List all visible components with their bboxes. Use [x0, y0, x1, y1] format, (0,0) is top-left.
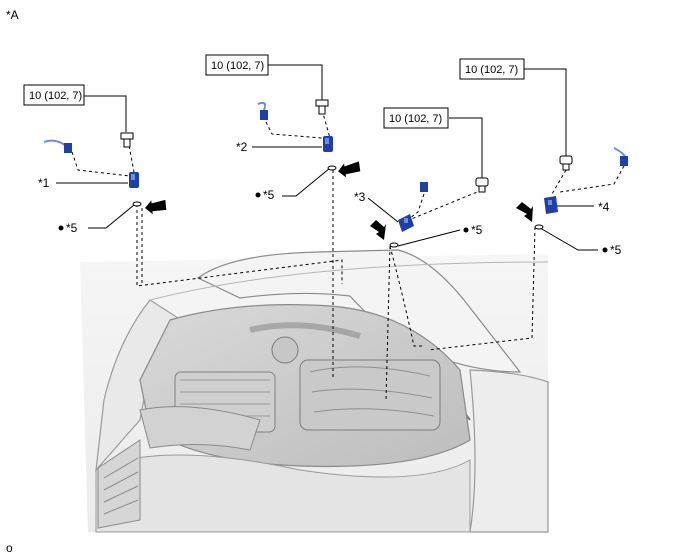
hose-connector-2 [260, 110, 268, 120]
washer-2 [327, 165, 337, 171]
callout-leader-5a [88, 204, 135, 229]
dashed-leader-3 [385, 245, 391, 401]
callout-5d: *5 [610, 243, 622, 257]
washer-nozzles [43, 101, 628, 232]
torque-box-3: 10 (102, 7) [383, 107, 449, 129]
front-support [95, 454, 471, 533]
callout-5c: *5 [471, 223, 483, 237]
torque-leader-3 [449, 117, 483, 178]
headlight [139, 406, 261, 451]
torque-leader-2 [268, 64, 323, 100]
nozzle-1 [129, 172, 139, 188]
footer-code: o [6, 541, 13, 555]
washer-4 [534, 224, 544, 230]
bullet-dots [58, 192, 608, 253]
intake-pipe [249, 322, 361, 339]
callout-leader-5c [397, 229, 461, 247]
callout-3: *3 [354, 190, 366, 204]
view-label: *A [6, 8, 19, 22]
hood-panel [196, 249, 522, 373]
engine-cap [271, 336, 299, 364]
hose-dash-2 [265, 121, 323, 139]
bolt-4 [559, 155, 573, 171]
hose-dash-4 [559, 165, 625, 193]
callout-2: *2 [236, 140, 248, 154]
bolts [120, 99, 573, 193]
callout-5b: *5 [263, 188, 275, 202]
torque-label-3: 10 (102, 7) [389, 113, 442, 125]
arrow-1 [145, 199, 167, 215]
solid-leaders [56, 64, 598, 251]
arrow-4 [516, 202, 533, 222]
front-grille [97, 439, 141, 529]
nozzle-4 [544, 196, 558, 214]
arrows [145, 161, 533, 240]
torque-box-1: 10 (102, 7) [23, 84, 85, 106]
bolt-1 [120, 132, 134, 148]
bolt-3 [475, 177, 489, 193]
bullet-5d [602, 247, 608, 253]
right-fender [469, 369, 549, 533]
callout-5a: *5 [66, 221, 78, 235]
torque-label-2: 10 (102, 7) [211, 60, 264, 72]
nozzle-2 [323, 136, 333, 152]
arrow-3 [370, 220, 386, 240]
callout-4: *4 [598, 200, 610, 214]
bolt-dash-3 [403, 189, 483, 223]
vehicle-illustration [80, 249, 549, 533]
torque-leader-1 [84, 95, 127, 132]
arrow-2 [338, 161, 361, 178]
torque-label-4: 10 (102, 7) [465, 64, 518, 76]
bullet-5b [255, 192, 261, 198]
bullet-5a [58, 225, 64, 231]
washer-1 [132, 201, 142, 207]
bullet-5c [463, 227, 469, 233]
dashed-leaders [71, 109, 625, 401]
callout-leader-5b [282, 167, 331, 197]
hose-connector-3 [420, 182, 428, 192]
torque-leader-4 [524, 68, 567, 156]
hose-2 [257, 101, 267, 111]
torque-label-1: 10 (102, 7) [29, 90, 82, 102]
hose-connector-4 [620, 156, 628, 166]
hose-dash-3 [409, 193, 425, 219]
torque-box-4: 10 (102, 7) [459, 58, 525, 80]
torque-box-2: 10 (102, 7) [205, 54, 269, 76]
bolt-2 [315, 99, 329, 115]
hose-dash-1 [71, 151, 131, 177]
callout-leader-5d [539, 227, 598, 251]
hose-connector-1 [64, 143, 72, 153]
hose-1 [43, 139, 67, 147]
callout-1: *1 [38, 176, 50, 190]
washers [132, 165, 544, 248]
callout-leader-3 [367, 197, 399, 223]
engine-block [299, 359, 441, 431]
bolt-dash-2 [321, 109, 331, 139]
dashed-leader-4 [427, 226, 536, 351]
nozzle-3 [398, 214, 414, 232]
bolt-dash-4 [551, 169, 567, 195]
dashed-leader-1 [136, 204, 343, 287]
washer-3 [389, 242, 399, 248]
